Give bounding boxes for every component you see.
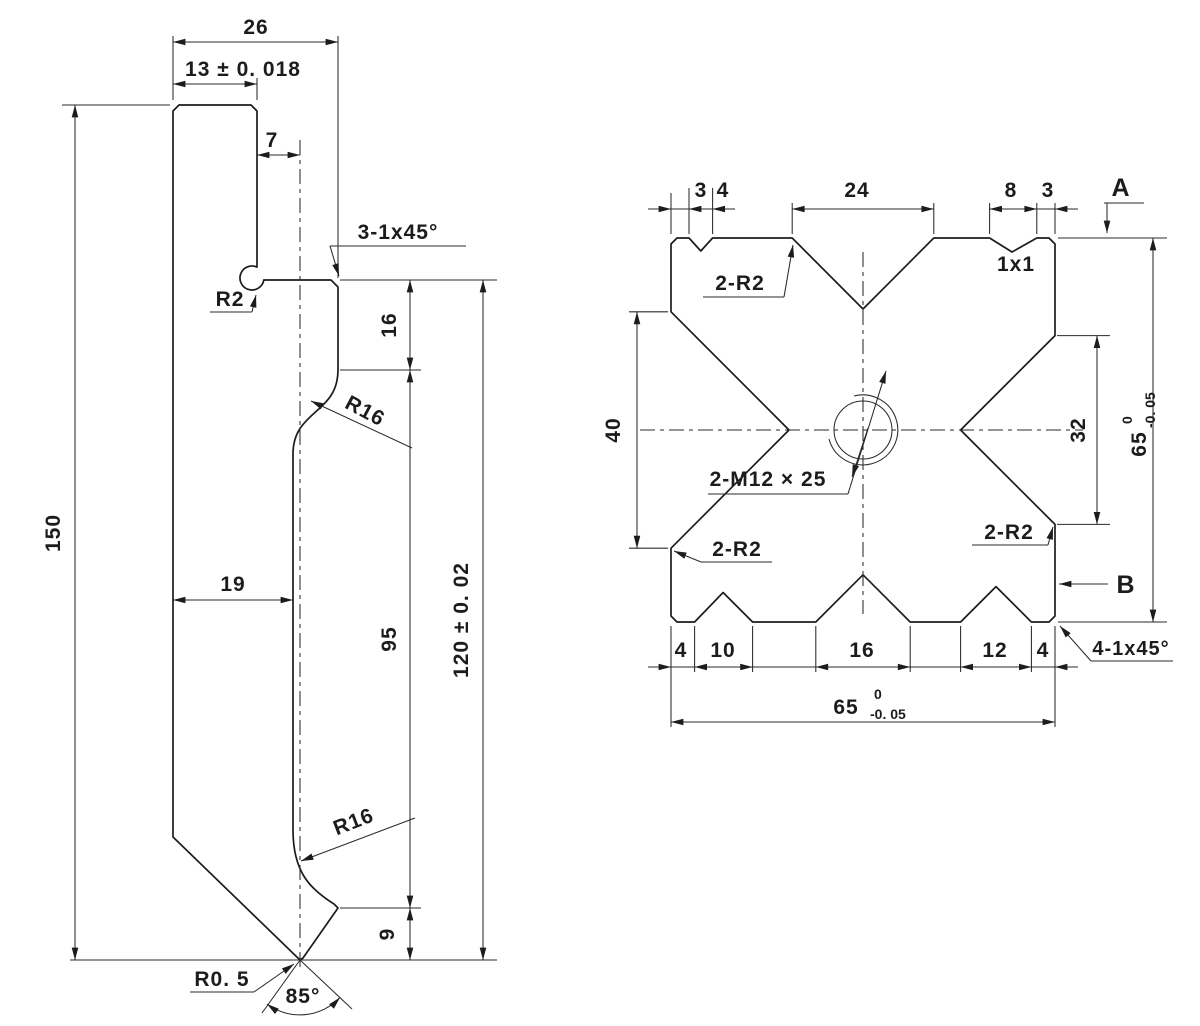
note-tip-radius: R0. 5 [194,968,249,991]
dim-shoulder-height: 16 [378,312,401,337]
dim-side-height-sup: 0 [1119,416,1135,424]
dim-top-edge-3b: 3 [1042,179,1055,202]
dim-side-height: 65 0 -0. 05 [1119,392,1158,457]
die-dimension-lines [633,205,1157,726]
note-corner-chamfers: 4-1x45° [1092,638,1169,660]
die-view: 3 4 24 8 3 A 2-R2 1x1 40 32 65 0 -0. 05 … [602,174,1173,727]
dim-right-opening: 32 [1067,417,1090,442]
datum-a-label: A [1111,174,1130,202]
dim-top-notch-8: 8 [1005,179,1018,202]
note-right-fillets: 2-R2 [984,521,1034,544]
dim-bottom-vee-12: 12 [982,639,1007,662]
dim-neck-width: 19 [220,573,245,596]
die-leader-lines [673,202,1173,662]
note-notch-chamfer: 1x1 [997,253,1035,276]
datum-b-label: B [1116,571,1135,599]
dim-bottom-width-base: 65 [833,696,858,719]
die-labels: 3 4 24 8 3 A 2-R2 1x1 40 32 65 0 -0. 05 … [602,174,1169,722]
dim-bottom-edge-4l: 4 [675,639,688,662]
dim-side-height-sub: -0. 05 [1142,392,1158,428]
die-centerlines [640,252,1083,614]
note-top-fillets: 2-R2 [715,272,765,295]
dim-bottom-edge-4r: 4 [1037,639,1050,662]
dim-top-edge-3: 3 [695,179,708,202]
dim-top-vee-24: 24 [844,179,869,202]
note-left-fillets: 2-R2 [712,538,762,561]
note-upper-radius: R16 [341,391,388,431]
dim-top-notch-4: 4 [717,179,730,202]
dim-tip-offset: 7 [266,129,279,152]
dim-bottom-vee-10: 10 [710,639,735,662]
dim-working-height: 120 ± 0. 02 [450,562,473,678]
dim-left-opening: 40 [602,417,625,442]
punch-leader-lines [190,245,466,993]
punch-dimension-lines [71,38,487,1016]
dim-bottom-width: 65 0 -0. 05 [833,686,906,722]
dim-overall-height: 150 [42,514,65,552]
note-thread-callout: 2-M12 × 25 [710,468,827,491]
dim-tip-height: 9 [376,928,399,941]
note-relief-radius: R2 [216,288,245,311]
dim-bottom-width-sup: 0 [874,686,882,702]
dim-side-height-base: 65 [1128,431,1151,456]
dim-tip-angle: 85° [286,985,321,1008]
die-outline-path [670,237,1056,623]
dim-tang-width: 13 ± 0. 018 [185,58,301,81]
dim-bottom-width-sub: -0. 05 [870,706,906,722]
punch-view: 26 13 ± 0. 018 7 3-1x45° R2 16 R16 19 95… [42,16,497,1016]
punch-outline-path [172,104,339,961]
note-shoulder-chamfer: 3-1x45° [358,221,439,244]
punch-extension-lines [62,36,497,1014]
dim-bottom-vee-16: 16 [849,639,874,662]
dim-neck-height: 95 [378,626,401,651]
dim-overall-width: 26 [243,16,268,39]
